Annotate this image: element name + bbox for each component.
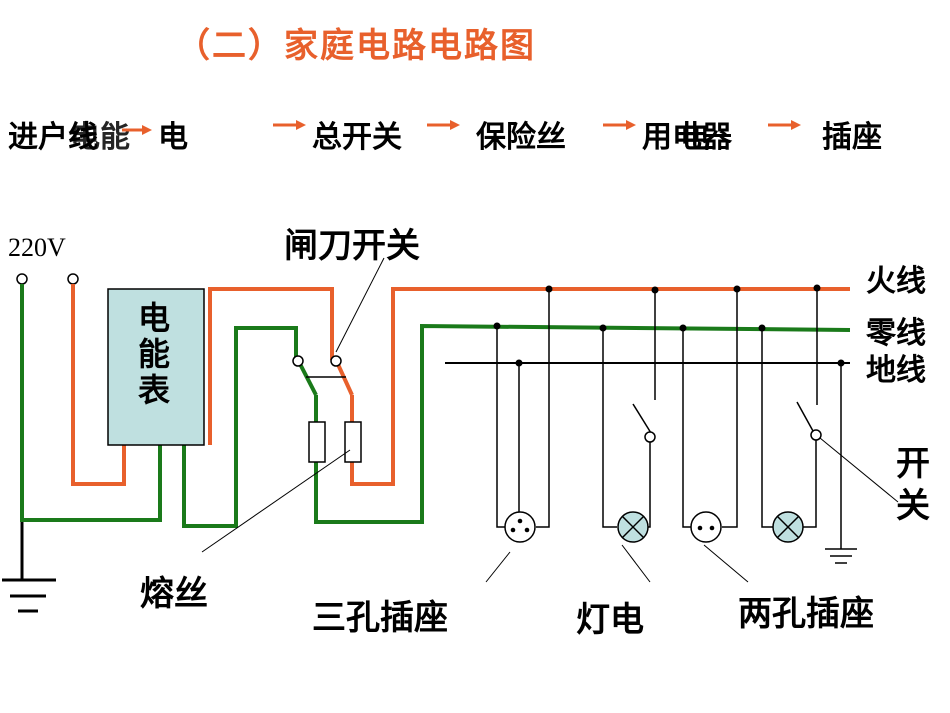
three-hole-socket-leader	[485, 551, 511, 583]
ground-wire-label: 地线	[866, 353, 926, 388]
lamp-1-branch	[602, 290, 656, 528]
flow-arrow-2-head	[296, 120, 306, 130]
three-hole-socket	[504, 511, 536, 543]
flow-arrow-4-head	[626, 120, 636, 130]
lamp-label: 灯电	[576, 600, 644, 640]
live-wire-label: 火线	[866, 264, 926, 299]
knife-switch-left-contact	[292, 355, 304, 367]
two-hole-socket-pin-left	[697, 525, 703, 531]
lamp-2-switch-contact	[810, 429, 822, 441]
knife-switch-label: 闸刀开关	[284, 226, 420, 266]
three-hole-socket-branch	[496, 289, 550, 528]
three-hole-socket-pin-top	[517, 518, 523, 524]
knife-switch-right-contact	[330, 355, 342, 367]
neutral-wire-label: 零线	[866, 316, 926, 351]
switch-label-1: 开	[896, 444, 930, 484]
switch-leader	[819, 437, 899, 503]
flow-step-socket: 插座	[822, 120, 882, 155]
three-hole-socket-pin-left	[510, 527, 516, 533]
flow-step-meter-overlay: 电能	[70, 120, 130, 155]
energy-meter-label: 电 能 表	[124, 300, 184, 408]
flow-step-main-switch: 总开关	[312, 120, 402, 155]
fuse-label: 熔丝	[140, 574, 208, 614]
flow-arrow-1-head	[142, 125, 152, 135]
input-terminal-live	[67, 273, 79, 285]
fuse-right	[344, 421, 362, 463]
flow-step-entry-line: 进户线	[8, 120, 98, 155]
two-hole-socket-pin-right	[709, 525, 715, 531]
switch-label-2: 关	[896, 486, 930, 526]
meter-label-line1: 电	[137, 299, 170, 337]
two-hole-socket-branch	[682, 289, 738, 528]
right-ground-symbol	[825, 363, 857, 564]
page-title: （二）家庭电路电路图	[176, 26, 536, 66]
flow-step-appliance-overlay: 电	[680, 120, 710, 155]
meter-label-line3: 表	[137, 371, 170, 409]
flow-arrow-5-head	[791, 120, 801, 130]
earth-ground-symbol	[2, 520, 56, 613]
flow-step-meter-tail: 电	[158, 120, 188, 155]
input-terminal-neutral	[16, 273, 28, 285]
two-hole-socket	[690, 511, 722, 543]
flow-arrow-3-head	[450, 120, 460, 130]
flow-step-fuse: 保险丝	[476, 120, 566, 155]
fuse-left	[308, 421, 326, 463]
knife-switch-leader	[335, 257, 385, 353]
fuse-leader	[201, 449, 351, 553]
energy-meter-box	[107, 288, 205, 446]
three-hole-socket-pin-right	[524, 527, 530, 533]
two-hole-socket-leader	[703, 544, 749, 583]
voltage-label: 220V	[8, 233, 66, 262]
three-hole-socket-label: 三孔插座	[312, 598, 448, 638]
lamp-leader	[621, 544, 651, 583]
lamp-2-branch	[761, 288, 818, 528]
flow-step-appliance: 用电器	[642, 120, 732, 155]
lamp-1-switch-contact	[644, 431, 656, 443]
two-hole-socket-label: 两孔插座	[738, 594, 874, 634]
meter-label-line2: 能	[137, 335, 170, 373]
